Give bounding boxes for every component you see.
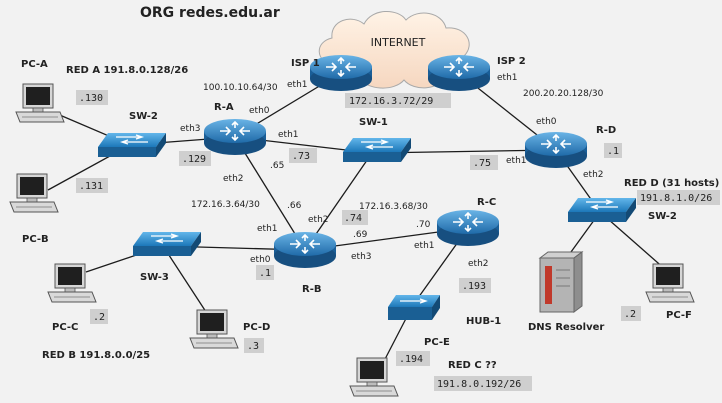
- iface-ra-eth3: eth3: [180, 124, 201, 134]
- red-c-address: 191.8.0.192/26: [437, 379, 521, 390]
- host-pc-d: .3: [247, 341, 259, 352]
- router-ra[interactable]: [203, 118, 267, 156]
- label-rb: R-B: [302, 284, 321, 295]
- label-dns: DNS Resolver: [528, 322, 604, 333]
- switch-sw3[interactable]: [132, 231, 202, 257]
- cloud-label: INTERNET: [371, 36, 426, 49]
- label-sw2-a: SW-2: [129, 111, 158, 122]
- host-74: .74: [344, 213, 362, 224]
- label-pc-f: PC-F: [666, 310, 692, 321]
- host-70: .70: [416, 220, 431, 230]
- label-sw1: SW-1: [359, 117, 388, 128]
- net-isp1: 100.10.10.64/30: [203, 83, 278, 93]
- iface-rc-eth1: eth1: [414, 241, 435, 251]
- host-c-193: .193: [462, 281, 486, 292]
- iface-isp2-eth1: eth1: [497, 73, 518, 83]
- net-isp2: 200.20.20.128/30: [523, 89, 604, 99]
- label-pc-d: PC-D: [243, 322, 270, 333]
- iface-ra-eth1: eth1: [278, 130, 299, 140]
- pc-b[interactable]: [9, 173, 59, 213]
- host-b-1: .1: [259, 268, 271, 279]
- host-75: .75: [473, 158, 491, 169]
- label-pc-a: PC-A: [21, 59, 48, 70]
- red-d-label: RED D (31 hosts): [624, 178, 719, 189]
- hub-1[interactable]: [388, 295, 440, 320]
- iface-rb-eth1: eth1: [257, 224, 278, 234]
- host-65: .65: [270, 161, 284, 171]
- host-label-boxes: [76, 90, 720, 391]
- label-ra: R-A: [214, 102, 234, 113]
- host-69: .69: [353, 230, 368, 240]
- label-pc-e: PC-E: [424, 337, 450, 348]
- red-c-label: RED C ??: [448, 360, 497, 371]
- switch-sw2-d[interactable]: [567, 197, 637, 223]
- host-pc-c: .2: [93, 312, 105, 323]
- net-ab: 172.16.3.64/30: [191, 200, 260, 210]
- label-sw3: SW-3: [140, 272, 169, 283]
- switch-sw1[interactable]: [342, 137, 412, 163]
- pc-a[interactable]: [15, 83, 65, 123]
- switch-sw2-a[interactable]: [97, 132, 167, 158]
- iface-rb-eth3: eth3: [351, 252, 372, 262]
- host-pc-f: .2: [624, 309, 636, 320]
- label-rc: R-C: [477, 197, 496, 208]
- iface-isp1-eth1: eth1: [287, 80, 308, 90]
- label-hub1: HUB-1: [466, 316, 501, 327]
- label-pc-b: PC-B: [22, 234, 49, 245]
- label-isp2: ISP 2: [497, 56, 526, 67]
- router-rd[interactable]: [524, 131, 588, 169]
- pc-c[interactable]: [47, 263, 97, 303]
- net-bc: 172.16.3.68/30: [359, 202, 428, 212]
- iface-ra-eth0: eth0: [249, 106, 270, 116]
- red-b-label: RED B 191.8.0.0/25: [42, 350, 150, 361]
- label-rd: R-D: [596, 125, 616, 136]
- iface-rd-eth0: eth0: [536, 117, 557, 127]
- iface-rb-eth0: eth0: [250, 255, 271, 265]
- diagram-title: ORG redes.edu.ar: [140, 5, 280, 21]
- host-c-194: .194: [399, 354, 423, 365]
- red-d-address: 191.8.1.0/26: [640, 193, 712, 204]
- router-rc[interactable]: [436, 209, 500, 247]
- iface-rc-eth2: eth2: [468, 259, 489, 269]
- iface-rd-eth1: eth1: [506, 156, 527, 166]
- host-d-1: .1: [607, 146, 619, 157]
- label-pc-c: PC-C: [52, 322, 78, 333]
- pc-f[interactable]: [645, 263, 695, 303]
- label-sw2-d: SW-2: [648, 211, 677, 222]
- iface-ra-eth2: eth2: [223, 174, 244, 184]
- dns-server[interactable]: [538, 251, 584, 313]
- router-isp2[interactable]: [427, 54, 491, 92]
- iface-rb-eth2: eth2: [308, 215, 329, 225]
- host-66: .66: [287, 201, 302, 211]
- pc-d[interactable]: [189, 309, 239, 349]
- pc-e[interactable]: [349, 357, 399, 397]
- host-a-129: .129: [182, 154, 206, 165]
- net-isp-lan: 172.16.3.72/29: [349, 96, 433, 107]
- host-73: .73: [292, 151, 310, 162]
- router-rb[interactable]: [273, 231, 337, 269]
- host-a-131: .131: [79, 181, 103, 192]
- red-a-label: RED A 191.8.0.128/26: [66, 65, 188, 76]
- host-a-130: .130: [79, 93, 103, 104]
- label-isp1: ISP 1: [291, 58, 320, 69]
- iface-rd-eth2: eth2: [583, 170, 604, 180]
